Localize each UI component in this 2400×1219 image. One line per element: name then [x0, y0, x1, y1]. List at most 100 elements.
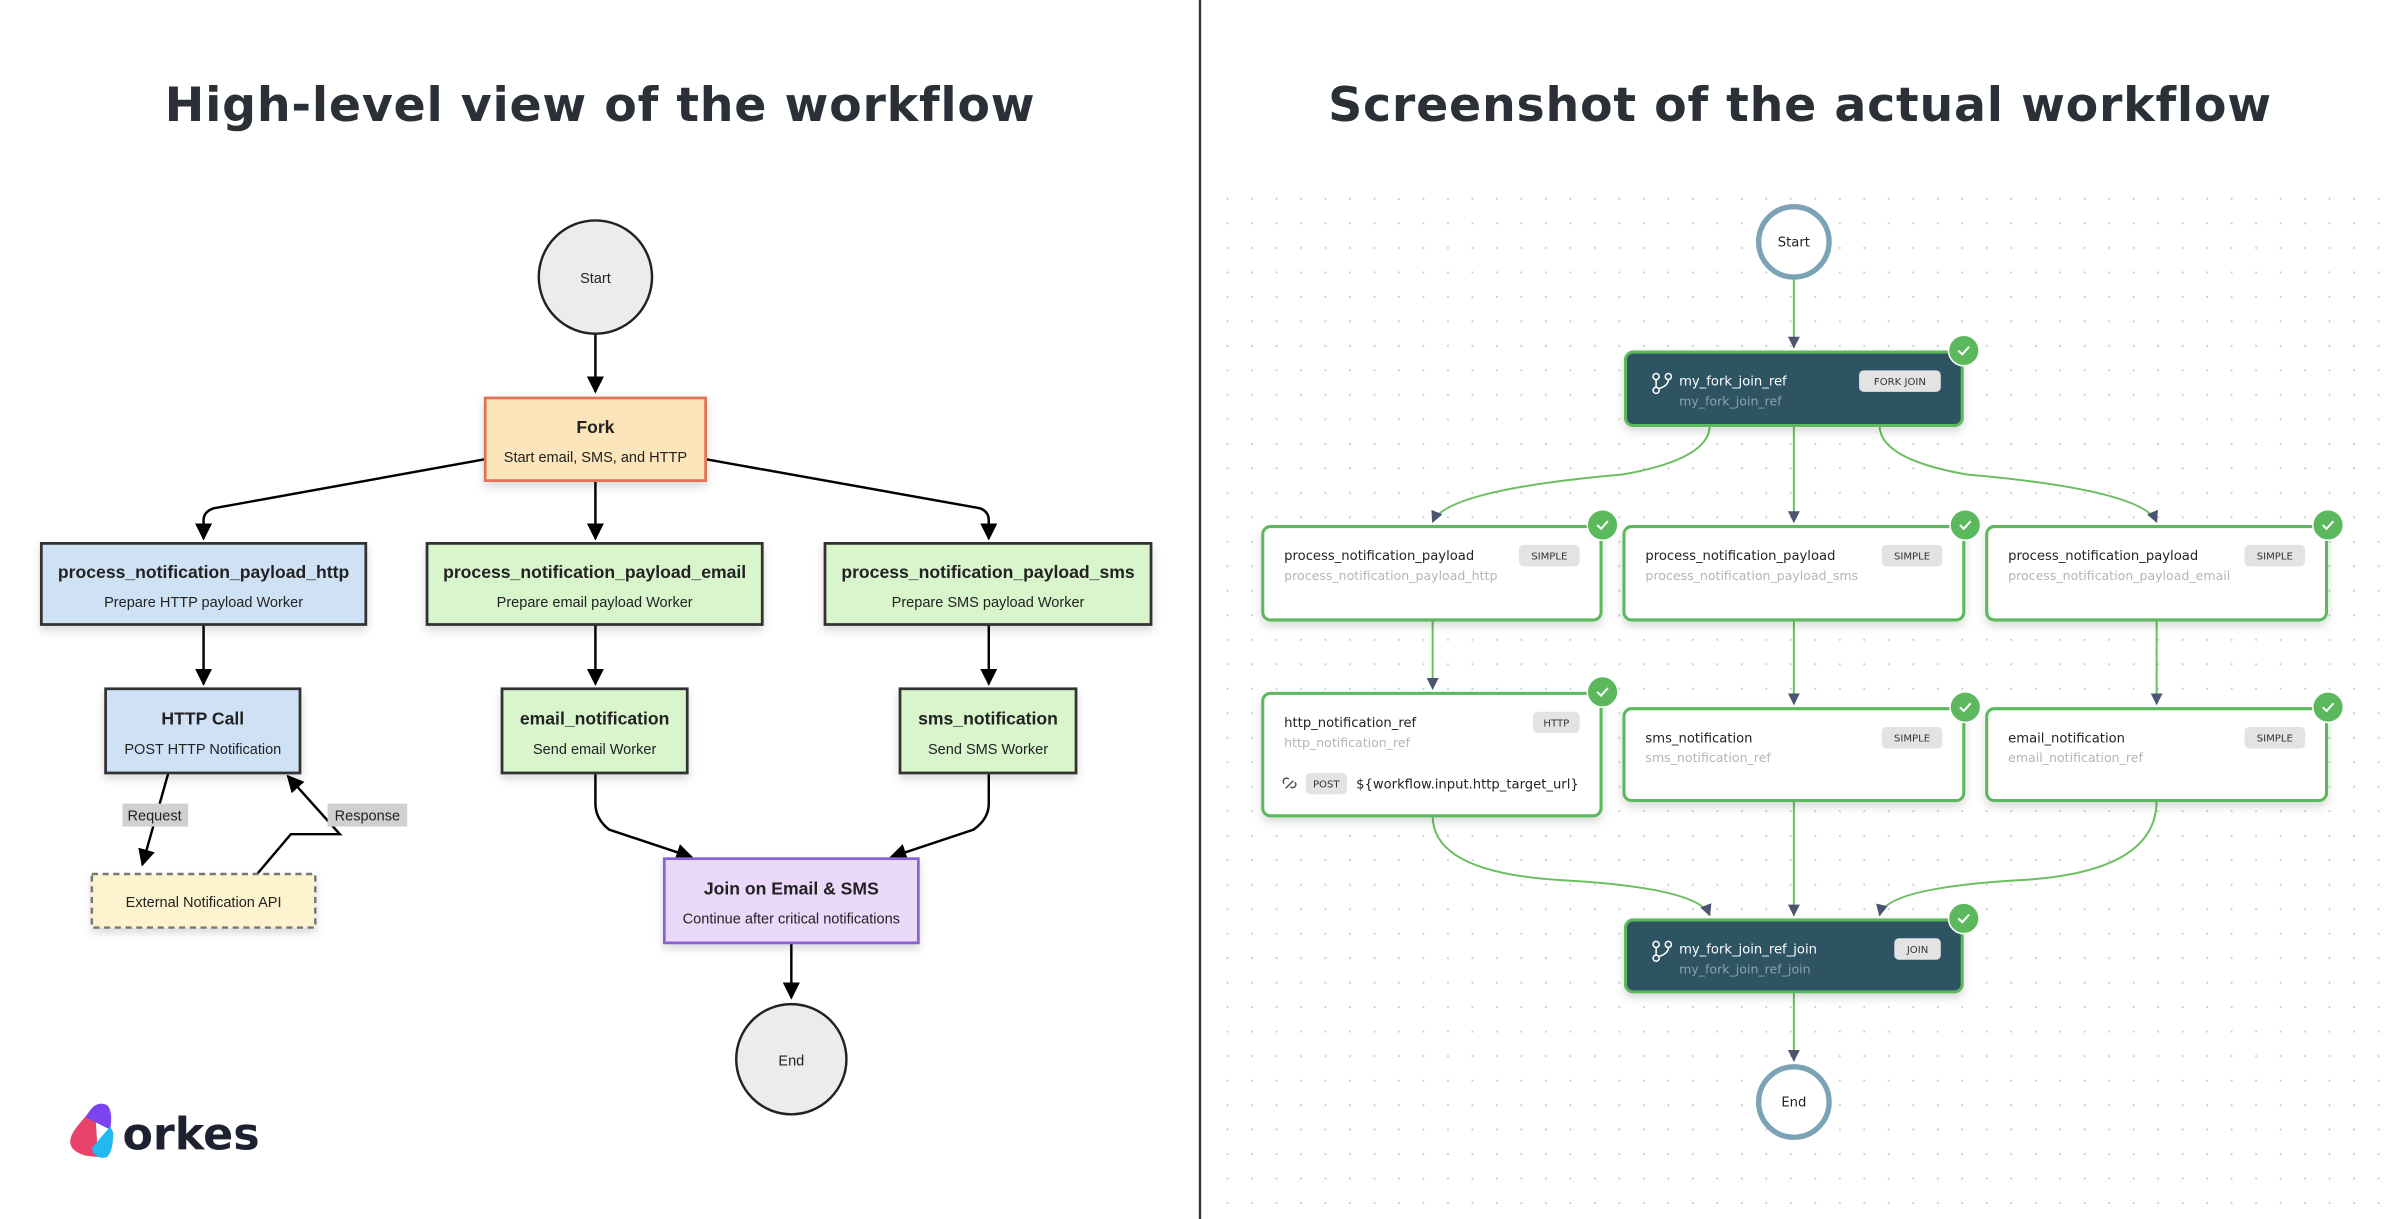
start-label: Start	[580, 271, 611, 287]
node-title: HTTP Call	[161, 709, 244, 729]
start-node	[537, 219, 654, 335]
task-card	[1623, 350, 1964, 428]
task-type-badge	[1881, 544, 1943, 567]
end-node	[734, 1002, 848, 1116]
http-url: ${workflow.input.http_target_url}	[1356, 777, 1579, 792]
task-node-payload_email: process_notification_payloadprocess_noti…	[1985, 508, 2345, 622]
checkmark-icon	[1959, 520, 1972, 531]
task-type-label: FORK JOIN	[1874, 377, 1926, 388]
task-card	[1261, 525, 1603, 622]
node-subtitle: POST HTTP Notification	[124, 742, 281, 758]
fork-icon	[1652, 372, 1673, 395]
checkmark-icon	[1959, 702, 1972, 713]
task-type-label: JOIN	[1906, 945, 1928, 956]
status-completed-icon	[2311, 691, 2345, 724]
node-box	[425, 541, 764, 626]
task-type-badge	[2244, 727, 2306, 749]
logo-mark-blue	[91, 1126, 114, 1158]
edge-sms-join	[889, 772, 990, 861]
edge-email-join	[594, 772, 694, 861]
status-completed-icon	[1949, 691, 1982, 724]
task-name: process_notification_payload	[1284, 549, 1474, 564]
edge-response	[256, 774, 343, 875]
actual-workflow-diagram: StartEndmy_fork_join_refmy_fork_join_ref…	[1261, 203, 2345, 1140]
task-node-sms_notification: sms_notification sms_notification_ref SIMP…	[1622, 691, 1982, 803]
logo-mark-purple	[85, 1103, 112, 1130]
node-subtitle: Prepare email payload Worker	[497, 595, 693, 611]
checkmark-icon	[1596, 520, 1609, 531]
task-reference: email_notification_ref	[2008, 750, 2143, 765]
logo-wordmark: orkes	[122, 1110, 259, 1161]
node-subtitle: Send SMS Worker	[928, 742, 1048, 758]
task-type-label: SIMPLE	[1894, 551, 1930, 562]
node-title: External Notification API	[126, 895, 282, 911]
task-type-label: HTTP	[1543, 718, 1569, 729]
task-card	[1622, 707, 1966, 803]
task-type-badge	[1894, 938, 1941, 960]
checkmark-icon	[2322, 520, 2335, 531]
node-title: process_notification_payload_http	[58, 562, 350, 582]
response-edge-label: Response	[335, 808, 400, 824]
task-card	[1622, 525, 1966, 622]
task-reference: process_notification_payload_email	[2008, 568, 2230, 583]
task-type-label: SIMPLE	[1531, 551, 1567, 562]
task-type-label: SIMPLE	[2257, 734, 2293, 745]
edge-http-join	[1431, 815, 1712, 917]
task-name: my_fork_join_ref_join	[1679, 943, 1817, 958]
node-subtitle: Prepare HTTP payload Worker	[104, 595, 303, 611]
task-reference: process_notification_payload_http	[1284, 568, 1497, 583]
icon-branch	[1655, 379, 1670, 390]
http-method-badge	[1305, 772, 1347, 795]
task-type-badge	[1518, 544, 1580, 567]
node-subtitle: Send email Worker	[533, 742, 656, 758]
task-reference: my_fork_join_ref_join	[1679, 961, 1810, 976]
http-method: POST	[1313, 780, 1340, 791]
status-completed-icon	[1949, 508, 1982, 542]
orkes-logo: orkes	[70, 1103, 260, 1161]
right-panel-title: Screenshot of the actual workflow	[1328, 78, 2272, 133]
icon-dot	[1652, 386, 1660, 395]
node-external_api: External Notification API	[90, 872, 317, 929]
task-name: sms_notification	[1645, 731, 1752, 746]
link-icon	[1282, 777, 1297, 789]
node-title: email_notification	[520, 709, 670, 729]
end-node	[1755, 1064, 1832, 1140]
task-node-payload_sms: process_notification_payload process_noti…	[1622, 508, 1982, 622]
task-type-badge	[1533, 711, 1580, 734]
task-type-badge	[2244, 544, 2306, 567]
task-type-label: SIMPLE	[1894, 734, 1930, 745]
task-node-http_notification: http_notification_refhttp_notification_r…	[1261, 675, 1619, 818]
node-title: Join on Email & SMS	[704, 879, 879, 899]
node-subtitle: Continue after critical notifications	[683, 912, 900, 928]
node-payload_sms: process_notification_payload_smsPrepare …	[823, 541, 1153, 626]
status-completed-icon	[1947, 334, 1980, 367]
status-completed-icon	[1586, 675, 1619, 708]
node-title: sms_notification	[918, 709, 1058, 729]
task-node-join: my_fork_join_ref_join my_fork_join_ref_jo…	[1623, 902, 1980, 994]
node-box	[90, 872, 317, 929]
checkmark-icon	[2322, 702, 2335, 713]
end-node-label: End	[1781, 1096, 1806, 1111]
task-reference: process_notification_payload_sms	[1645, 568, 1858, 583]
edge-fork-http	[194, 457, 486, 541]
node-subtitle: Start email, SMS, and HTTP	[504, 450, 687, 466]
node-payload_email: process_notification_payload_emailPrepar…	[425, 541, 764, 626]
task-type-badge	[1859, 370, 1941, 392]
task-card	[1623, 918, 1964, 994]
request-label-bg	[122, 803, 189, 827]
task-name: process_notification_payload	[1645, 549, 1835, 564]
task-node-payload_http: process_notification_payload process_noti…	[1261, 508, 1619, 622]
node-box	[39, 541, 368, 626]
task-name: my_fork_join_ref	[1679, 375, 1787, 390]
node-payload_http: process_notification_payload_httpPrepare…	[39, 541, 368, 626]
request-edge-label: Request	[128, 808, 182, 824]
task-reference: http_notification_ref	[1284, 735, 1410, 750]
checkmark-icon	[1957, 346, 1970, 356]
task-reference: sms_notification_ref	[1645, 750, 1771, 765]
node-box	[500, 687, 689, 775]
